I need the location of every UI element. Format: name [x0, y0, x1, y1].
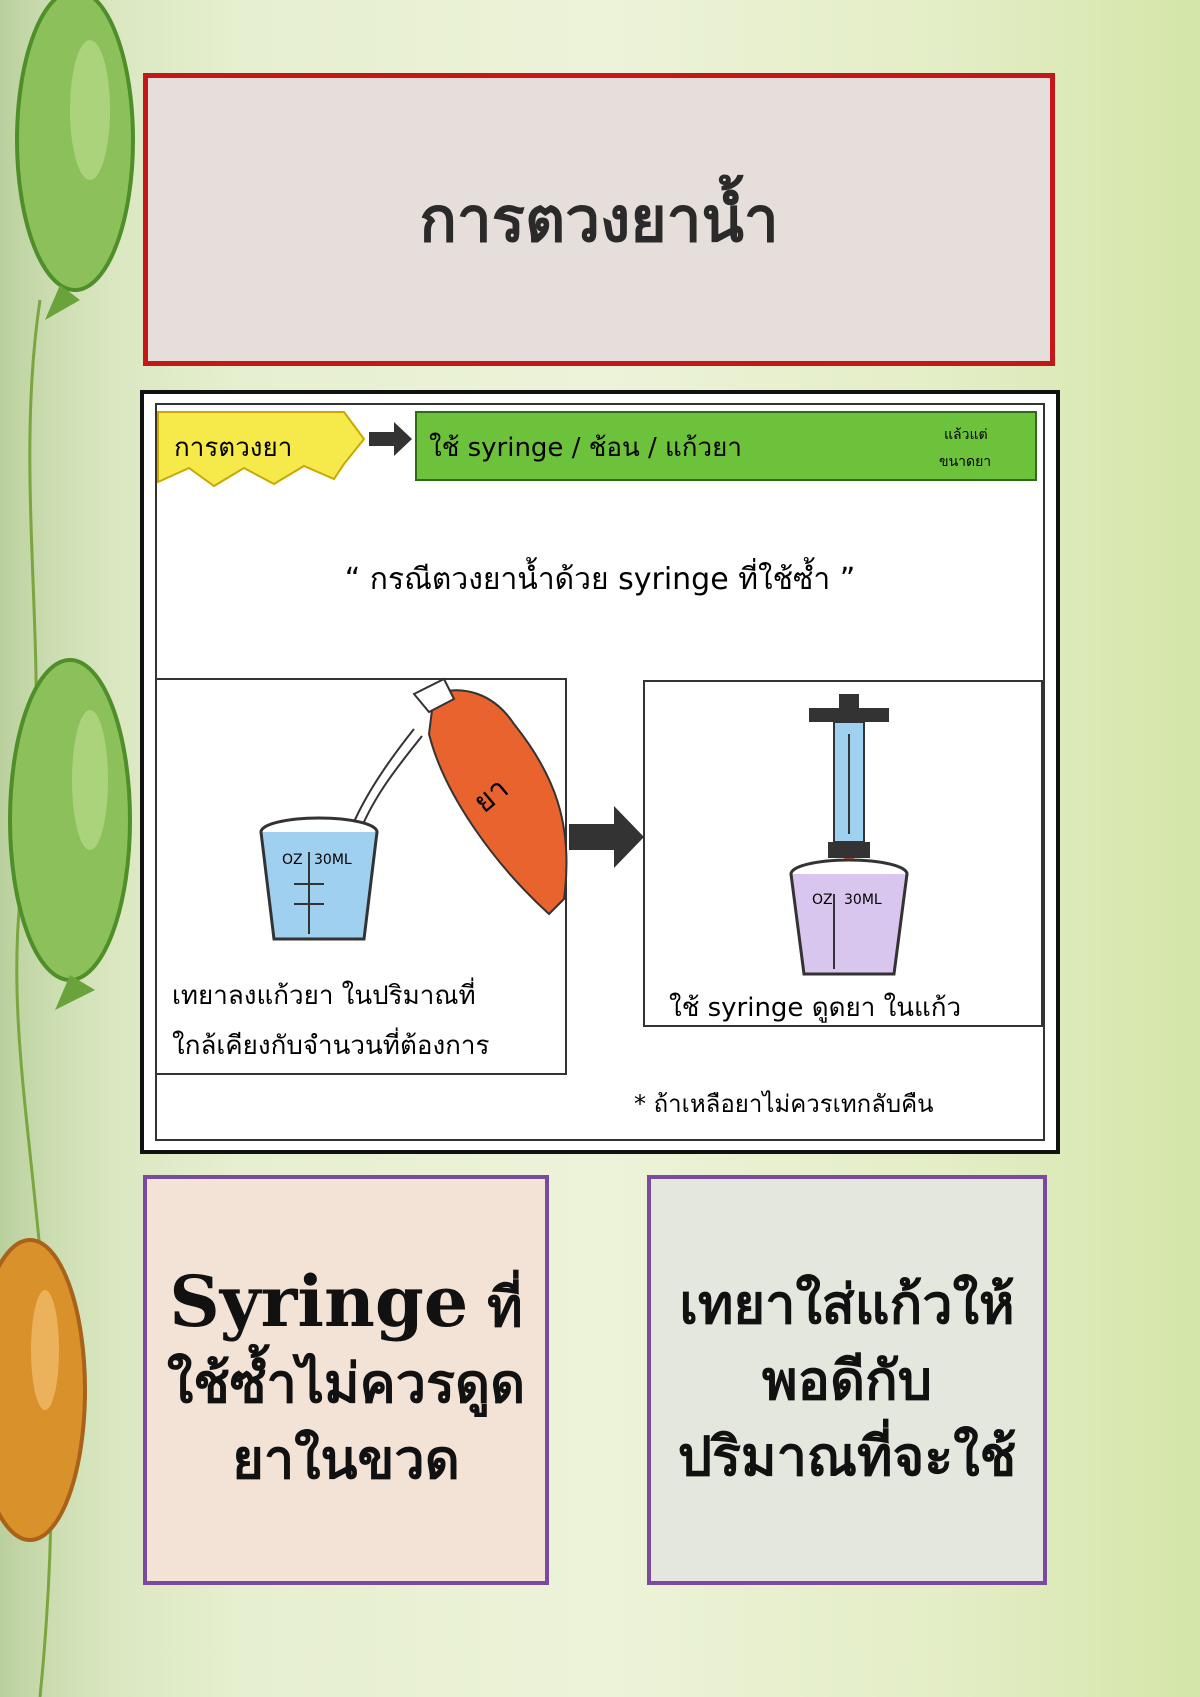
quote-text: “ กรณีตวงยาน้ำด้วย syringe ที่ใช้ซ้ำ ”	[345, 557, 856, 597]
page-title: การตวงยาน้ำ	[419, 182, 779, 256]
medicine-cup-with-syringe-icon: OZ 30ML	[789, 858, 909, 976]
header-small-2: ขนาดยา	[939, 454, 991, 470]
cup-ml-label: 30ML	[314, 852, 352, 868]
header-bar	[415, 411, 1037, 481]
footnote: * ถ้าเหลือยาไม่ควรเทกลับคืน	[634, 1090, 934, 1118]
tag-burst-shape	[157, 411, 366, 488]
syringe-word: Syringe	[169, 1259, 469, 1343]
medicine-cup-icon: OZ 30ML	[259, 816, 379, 941]
hand-drawn-illustration: การตวงยา ใช้ syringe / ช้อน / แก้วยา แล้…	[155, 403, 1045, 1141]
illustration-panel: การตวงยา ใช้ syringe / ช้อน / แก้วยา แล้…	[140, 390, 1060, 1154]
cup-oz-label-2: OZ	[812, 892, 833, 908]
left-caption-2: ใกล้เคียงกับจำนวนที่ต้องการ	[172, 1027, 489, 1061]
medicine-bottle-icon: ยา	[412, 677, 568, 916]
arrow-right-icon	[369, 422, 412, 456]
tag-text: การตวงยา	[174, 433, 292, 463]
warning-line-1b: ที่	[487, 1274, 523, 1339]
header-small-1: แล้วแต่	[944, 427, 988, 443]
warning-line-3: ยาในขวด	[232, 1426, 460, 1491]
right-caption: ใช้ syringe ดูดยา ในแก้ว	[669, 993, 961, 1023]
instruction-line-1: เทยาใส่แก้วให้	[679, 1272, 1015, 1336]
warning-line-1: Syringe ที่	[169, 1263, 523, 1345]
left-caption-1: เทยาลงแก้วยา ในปริมาณที่	[172, 977, 476, 1011]
instruction-box-right: เทยาใส่แก้วให้ พอดีกับ ปริมาณที่จะใช้	[647, 1175, 1047, 1585]
header-note: ใช้ syringe / ช้อน / แก้วยา	[429, 433, 742, 463]
warning-line-2: ใช้ซ้ำไม่ควรดูด	[166, 1350, 526, 1415]
syringe-icon	[809, 694, 889, 874]
instruction-line-2: พอดีกับ	[761, 1348, 933, 1412]
balloon-decoration	[0, 0, 160, 1697]
cup-ml-label-2: 30ML	[844, 892, 882, 908]
cup-oz-label: OZ	[282, 852, 303, 868]
instruction-line-3: ปริมาณที่จะใช้	[677, 1424, 1017, 1488]
arrow-right-icon-2	[569, 806, 644, 868]
title-panel: การตวงยาน้ำ	[143, 73, 1055, 366]
warning-box-left: Syringe ที่ ใช้ซ้ำไม่ควรดูด ยาในขวด	[143, 1175, 549, 1585]
